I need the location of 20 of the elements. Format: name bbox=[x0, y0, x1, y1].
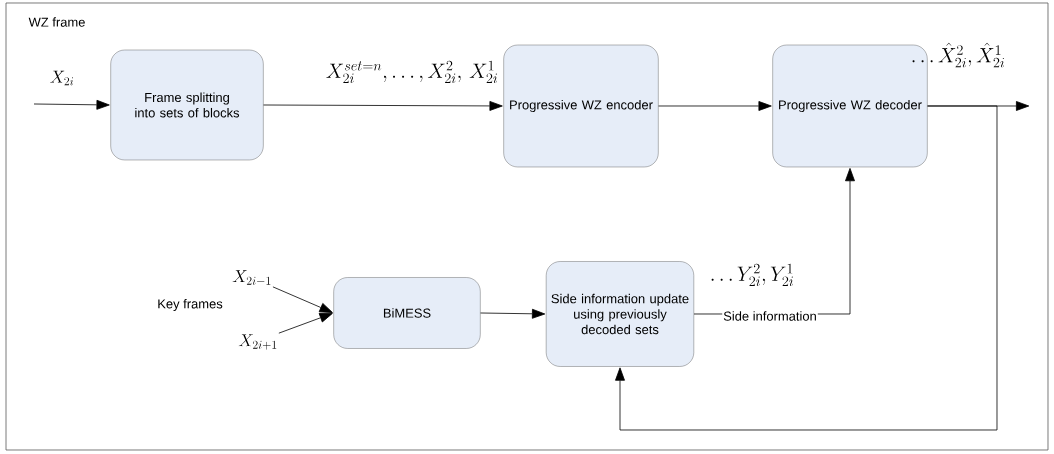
arrow bbox=[615, 105, 998, 431]
text-label: WZ frame bbox=[28, 17, 85, 27]
text-label: Key frames bbox=[158, 298, 223, 311]
process-box: Progressive WZ encoder bbox=[503, 44, 659, 168]
input-symbol: $X_{2i+1}$ bbox=[238, 334, 277, 350]
arrow bbox=[658, 101, 772, 111]
process-box: Frame splitting into sets of blocks bbox=[110, 49, 264, 161]
edge-label: $\ldots\hat{X}_{2i}^{2},\hat{X}_{2i}^{1}$ bbox=[912, 42, 1004, 68]
arrow bbox=[480, 308, 546, 319]
arrow bbox=[272, 286, 333, 313]
process-box: BiMESS bbox=[333, 277, 481, 349]
arrow bbox=[33, 99, 110, 110]
arrow bbox=[263, 101, 503, 111]
edge-label: Side information bbox=[722, 310, 818, 322]
edge-label: $X_{2i}$ bbox=[50, 70, 74, 86]
signal-label: $\ldots Y_{2i}^{2},Y_{2i}^{1}$ bbox=[711, 263, 793, 287]
input-symbol: $X_{2i-1}$ bbox=[232, 270, 271, 285]
edge-label: $X_{2i}^{set=n},\ldots,X_{2i}^{2},\,X_{2i}^{1}$ bbox=[326, 60, 497, 84]
process-box: Side information update using previously decoded sets bbox=[545, 261, 695, 367]
arrow bbox=[278, 313, 333, 334]
